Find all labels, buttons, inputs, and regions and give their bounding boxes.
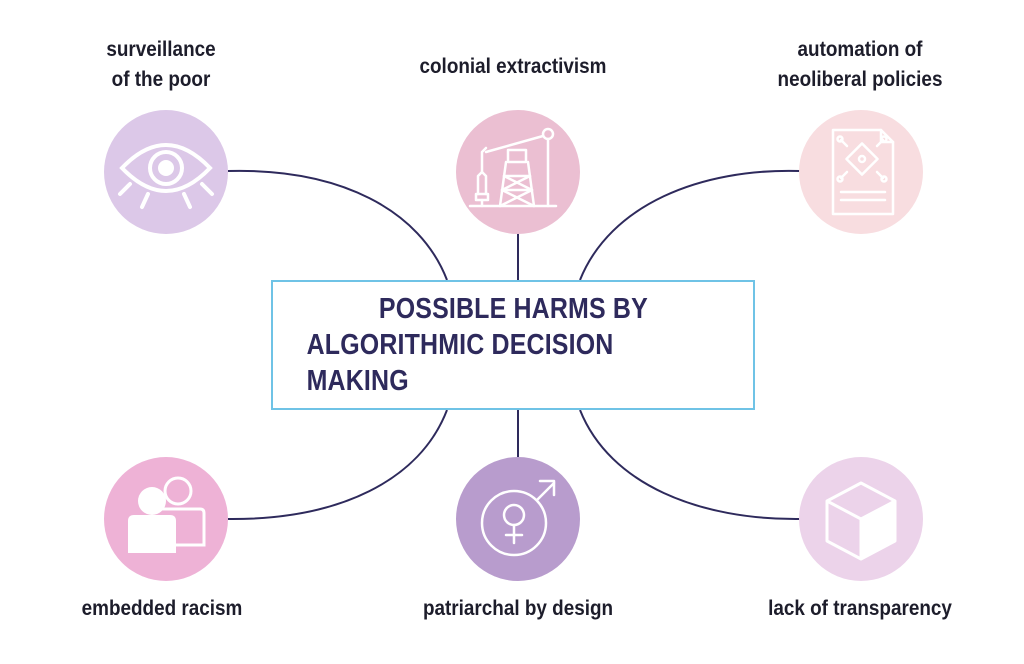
connector-racism bbox=[227, 409, 448, 521]
label-racism: embedded racism bbox=[81, 597, 243, 620]
label-transparency: lack of transparency bbox=[768, 597, 952, 620]
label-automation: automation of neoliberal policies bbox=[777, 38, 943, 91]
title-line-2: ALGORITHMIC DECISION MAKING bbox=[306, 329, 614, 397]
connector-transparency bbox=[579, 409, 801, 521]
node-racism bbox=[104, 457, 228, 581]
label-patriarchal: patriarchal by design bbox=[422, 597, 614, 620]
eye-icon bbox=[118, 143, 214, 209]
node-patriarchal bbox=[456, 457, 580, 581]
title-line-1: POSSIBLE HARMS BY bbox=[378, 293, 648, 325]
label-colonial: colonial extractivism bbox=[419, 55, 607, 78]
connector-surveillance bbox=[227, 169, 448, 281]
connector-automation bbox=[579, 169, 801, 281]
node-surveillance bbox=[104, 110, 228, 234]
node-colonial bbox=[456, 110, 580, 234]
people-icon bbox=[128, 476, 206, 553]
label-surveillance: surveillance of the poor bbox=[106, 38, 216, 91]
ai-document-icon bbox=[831, 128, 895, 216]
node-transparency bbox=[799, 457, 923, 581]
cube-icon bbox=[825, 481, 897, 561]
central-title-box: POSSIBLE HARMS BY ALGORITHMIC DECISION M… bbox=[271, 280, 755, 410]
gender-symbol-icon bbox=[480, 479, 556, 557]
node-automation bbox=[799, 110, 923, 234]
oil-pump-icon bbox=[468, 127, 558, 208]
